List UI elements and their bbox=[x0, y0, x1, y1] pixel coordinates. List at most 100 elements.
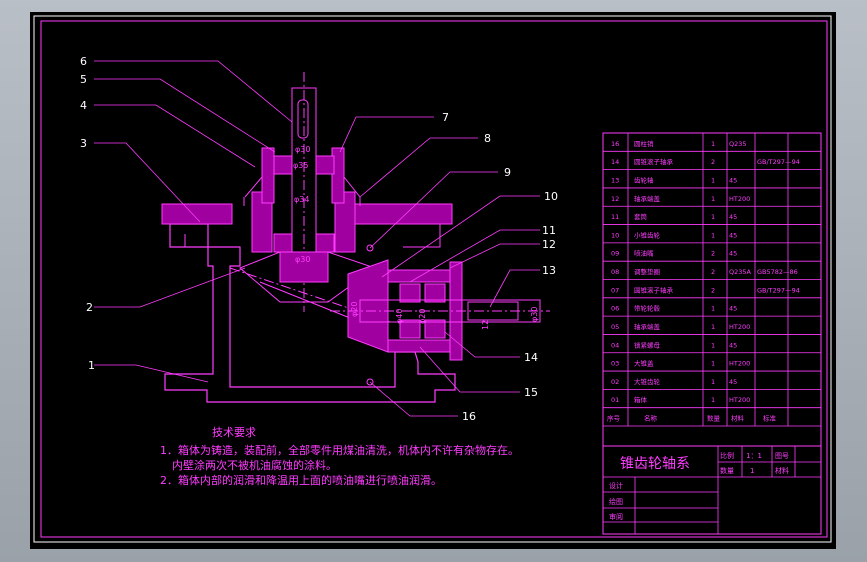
inner-border bbox=[40, 20, 828, 538]
drawing-sheet: 6 5 4 3 2 1 7 8 9 10 11 12 13 14 15 16 φ… bbox=[30, 12, 836, 549]
bom-row-material: 45 bbox=[729, 378, 737, 386]
bom-row-qty: 1 bbox=[711, 231, 715, 239]
pinion-shaft bbox=[359, 299, 541, 323]
bom-header-material: 材料 bbox=[731, 414, 745, 423]
bom-row-no: 08 bbox=[611, 268, 619, 276]
bom-row-material: HT200 bbox=[729, 360, 750, 368]
scale-label: 比例 bbox=[720, 451, 734, 460]
bom-row-std: GB/T297—94 bbox=[757, 158, 800, 166]
bom-row-no: 09 bbox=[611, 250, 619, 258]
balloon-7: 7 bbox=[442, 111, 449, 124]
balloon-14: 14 bbox=[524, 351, 538, 364]
bearing-cap-left bbox=[261, 147, 275, 204]
qty-label: 数量 bbox=[720, 466, 734, 475]
balloon-13: 13 bbox=[542, 264, 556, 277]
bom-row-material: 45 bbox=[729, 213, 737, 221]
bom-row-qty: 1 bbox=[711, 305, 715, 313]
bom-row-no: 12 bbox=[611, 195, 619, 203]
bom-row-name: 喷油嘴 bbox=[634, 249, 654, 258]
bom-row-material: 45 bbox=[729, 305, 737, 313]
bom-row-no: 14 bbox=[611, 158, 619, 166]
bom-row-qty: 2 bbox=[711, 250, 715, 258]
bom-header-qty: 数量 bbox=[707, 414, 721, 423]
bom-row-name: 圆柱销 bbox=[634, 139, 654, 148]
bom-row-no: 01 bbox=[611, 396, 619, 404]
dim-pinion1: φ20 bbox=[350, 302, 359, 317]
bom-row-material: HT200 bbox=[729, 323, 750, 331]
balloon-11: 11 bbox=[542, 224, 556, 237]
bom-row-name: 大锥齿轮 bbox=[634, 377, 661, 386]
bom-row-no: 03 bbox=[611, 360, 619, 368]
balloon-12: 12 bbox=[542, 238, 556, 251]
balloon-2: 2 bbox=[86, 301, 93, 314]
bom-row-name: 大锥盖 bbox=[634, 359, 654, 368]
gearbox-assembly bbox=[94, 60, 550, 417]
bom-row-qty: 1 bbox=[711, 323, 715, 331]
bom-row-material: 45 bbox=[729, 231, 737, 239]
bom-row-no: 13 bbox=[611, 176, 619, 184]
pin bbox=[366, 378, 374, 386]
bearing-cap-right bbox=[331, 147, 345, 204]
bom-row-material: 45 bbox=[729, 250, 737, 258]
balloon-16: 16 bbox=[462, 410, 476, 423]
bom-header-name: 名称 bbox=[644, 414, 658, 423]
bom-row-no: 05 bbox=[611, 323, 619, 331]
bom-row-name: 套筒 bbox=[634, 212, 648, 221]
outer-border bbox=[33, 15, 832, 543]
dim-low: φ30 bbox=[295, 255, 310, 264]
right-flange bbox=[351, 203, 453, 225]
keyway bbox=[297, 99, 309, 139]
bom-row-std: GB5782—86 bbox=[757, 268, 798, 276]
balloon-5: 5 bbox=[80, 73, 87, 86]
bom-row-qty: 2 bbox=[711, 286, 715, 294]
bom-row-no: 06 bbox=[611, 305, 619, 313]
title-block: 锥齿轮轴系 比例 1：1 图号 数量 1 材料 设计 绘图 审阅 bbox=[602, 445, 822, 535]
bom-row-no: 07 bbox=[611, 286, 619, 294]
balloon-3: 3 bbox=[80, 137, 87, 150]
dim-mid: φ34 bbox=[294, 195, 309, 204]
bom-row-material: Q235 bbox=[729, 140, 747, 148]
dim-pinion2: φ40 bbox=[395, 309, 404, 324]
bom-row-name: 带轮轮毂 bbox=[634, 304, 661, 313]
bom-row-qty: 2 bbox=[711, 158, 715, 166]
bom-row-qty: 1 bbox=[711, 213, 715, 221]
bom-row-material: HT200 bbox=[729, 396, 750, 404]
balloon-9: 9 bbox=[504, 166, 511, 179]
bom-row-qty: 1 bbox=[711, 195, 715, 203]
left-flange bbox=[161, 203, 233, 225]
balloon-10: 10 bbox=[544, 190, 558, 203]
bom-row-no: 10 bbox=[611, 231, 619, 239]
bom-row-qty: 1 bbox=[711, 341, 715, 349]
balloon-15: 15 bbox=[524, 386, 538, 399]
bom-row-no: 11 bbox=[611, 213, 619, 221]
draw-label: 绘图 bbox=[609, 497, 623, 506]
bom-row-material: 45 bbox=[729, 341, 737, 349]
bom-row-name: 调整垫圈 bbox=[634, 267, 660, 276]
bom-row-name: 箱体 bbox=[634, 395, 648, 404]
dim-upper: φ35 bbox=[293, 161, 308, 170]
balloon-4: 4 bbox=[80, 99, 87, 112]
housing-body bbox=[164, 223, 456, 403]
bom-row-no: 02 bbox=[611, 378, 619, 386]
bom-row-material: Q235A bbox=[729, 268, 752, 276]
drawing-no-label: 图号 bbox=[775, 452, 789, 460]
bom-row-name: 轴承端盖 bbox=[634, 322, 661, 331]
bom-row-qty: 1 bbox=[711, 360, 715, 368]
balloon-8: 8 bbox=[484, 132, 491, 145]
bom-row-no: 16 bbox=[611, 140, 619, 148]
bom-row-qty: 1 bbox=[711, 378, 715, 386]
balloon-1: 1 bbox=[88, 359, 95, 372]
tech-line-1: 1．箱体为铸造，装配前，全部零件用煤油清洗，机体内不许有杂物存在。 bbox=[160, 443, 519, 457]
bom-row-qty: 1 bbox=[711, 176, 715, 184]
drawing-title: 锥齿轮轴系 bbox=[620, 456, 690, 472]
material-label: 材料 bbox=[775, 466, 789, 475]
tech-heading: 技术要求 bbox=[212, 426, 256, 439]
bom-row-name: 圆锥滚子轴承 bbox=[634, 157, 674, 166]
bom-row-material: HT200 bbox=[729, 195, 750, 203]
bom-row-name: 圆锥滚子轴承 bbox=[634, 285, 674, 294]
oil-nozzle bbox=[366, 244, 374, 252]
bom-header-no: 序号 bbox=[607, 414, 621, 423]
dim-top: φ30 bbox=[295, 145, 310, 154]
